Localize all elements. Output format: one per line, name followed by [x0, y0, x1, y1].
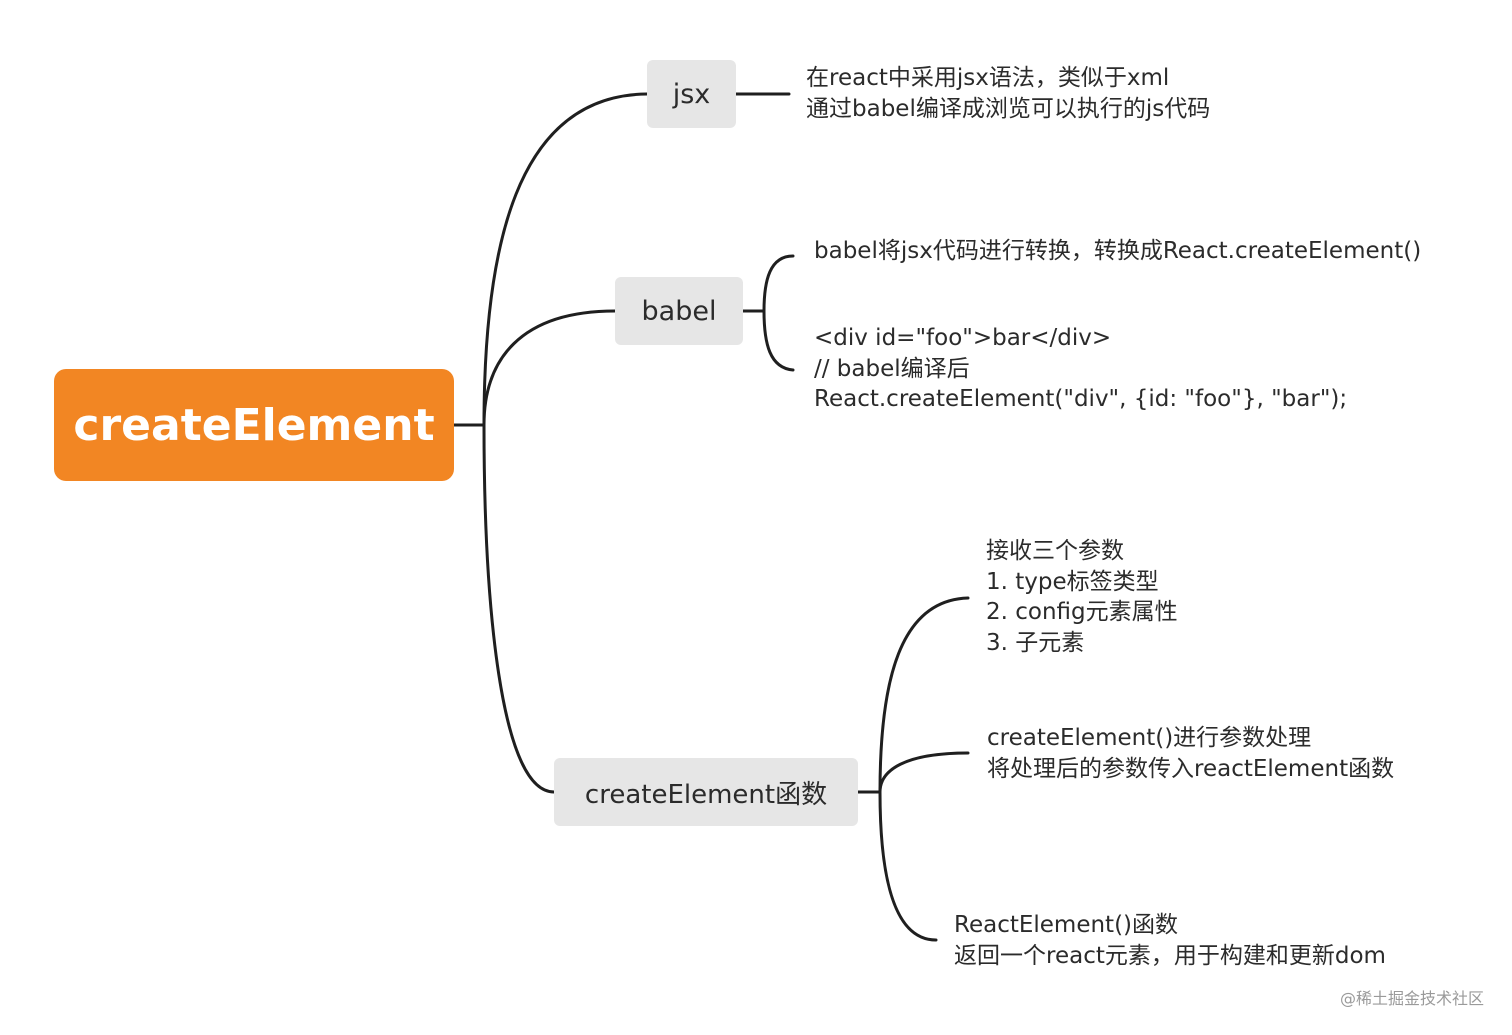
- connector-jsx: [482, 92, 649, 427]
- connector-babel: [482, 309, 617, 427]
- babel-example-line: <div id="foo">bar</div>: [814, 325, 1112, 351]
- babel-bracket-top: [762, 254, 795, 313]
- branch-node-babel[interactable]: babel: [615, 277, 743, 345]
- babel-example-line: React.createElement("div", {id: "foo"}, …: [814, 386, 1348, 412]
- func-reactelement-line: ReactElement()函数: [954, 912, 1179, 938]
- jsx-label: jsx: [672, 78, 711, 110]
- babel-example-line: // babel编译后: [814, 355, 970, 382]
- func-note-params[interactable]: 接收三个参数 1. type标签类型 2. config元素属性 3. 子元素: [986, 536, 1178, 658]
- func-params-line: 1. type标签类型: [986, 568, 1159, 595]
- func-connector-1: [878, 596, 970, 794]
- babel-note-transform[interactable]: babel将jsx代码进行转换，转换成React.createElement(): [814, 236, 1421, 267]
- jsx-note-line: 通过babel编译成浏览可以执行的js代码: [806, 95, 1211, 122]
- babel-bracket-bottom: [762, 309, 795, 372]
- branch-node-createElement-function[interactable]: createElement函数: [554, 758, 858, 826]
- branch-node-jsx[interactable]: jsx: [647, 60, 736, 128]
- func-params-line: 接收三个参数: [986, 538, 1124, 564]
- connector-func: [482, 423, 556, 794]
- func-params-line: 2. config元素属性: [986, 599, 1178, 625]
- func-note-reactelement[interactable]: ReactElement()函数 返回一个react元素，用于构建和更新dom: [954, 910, 1386, 971]
- func-connector-2: [878, 751, 970, 794]
- watermark: @稀土掘金技术社区: [1339, 989, 1484, 1008]
- jsx-note-line: 在react中采用jsx语法，类似于xml: [806, 65, 1170, 91]
- root-label: createElement: [73, 399, 435, 451]
- jsx-note[interactable]: 在react中采用jsx语法，类似于xml 通过babel编译成浏览可以执行的j…: [806, 63, 1210, 124]
- func-reactelement-line: 返回一个react元素，用于构建和更新dom: [954, 942, 1386, 969]
- babel-note-example[interactable]: <div id="foo">bar</div> // babel编译后 Reac…: [814, 323, 1347, 415]
- func-connector-3: [878, 790, 938, 942]
- func-params-line: 3. 子元素: [986, 629, 1085, 656]
- func-label: createElement函数: [584, 779, 828, 810]
- func-process-line: 将处理后的参数传入reactElement函数: [987, 755, 1395, 782]
- root-node-createElement[interactable]: createElement: [54, 369, 454, 481]
- babel-label: babel: [641, 295, 717, 327]
- babel-note-line: babel将jsx代码进行转换，转换成React.createElement(): [814, 238, 1422, 264]
- func-note-process[interactable]: createElement()进行参数处理 将处理后的参数传入reactElem…: [987, 723, 1394, 784]
- func-process-line: createElement()进行参数处理: [987, 725, 1312, 751]
